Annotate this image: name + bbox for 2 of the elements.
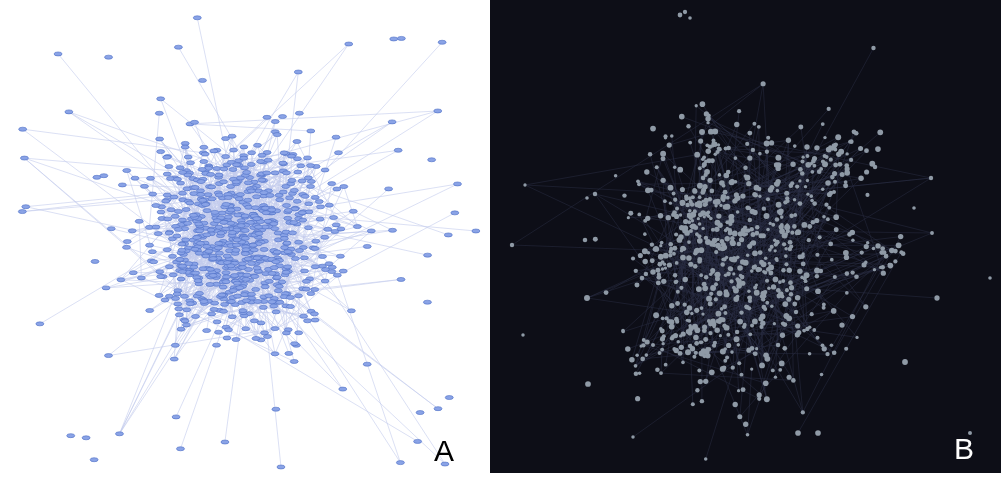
panel-label: B (954, 434, 974, 464)
panel-label: A (434, 436, 454, 466)
